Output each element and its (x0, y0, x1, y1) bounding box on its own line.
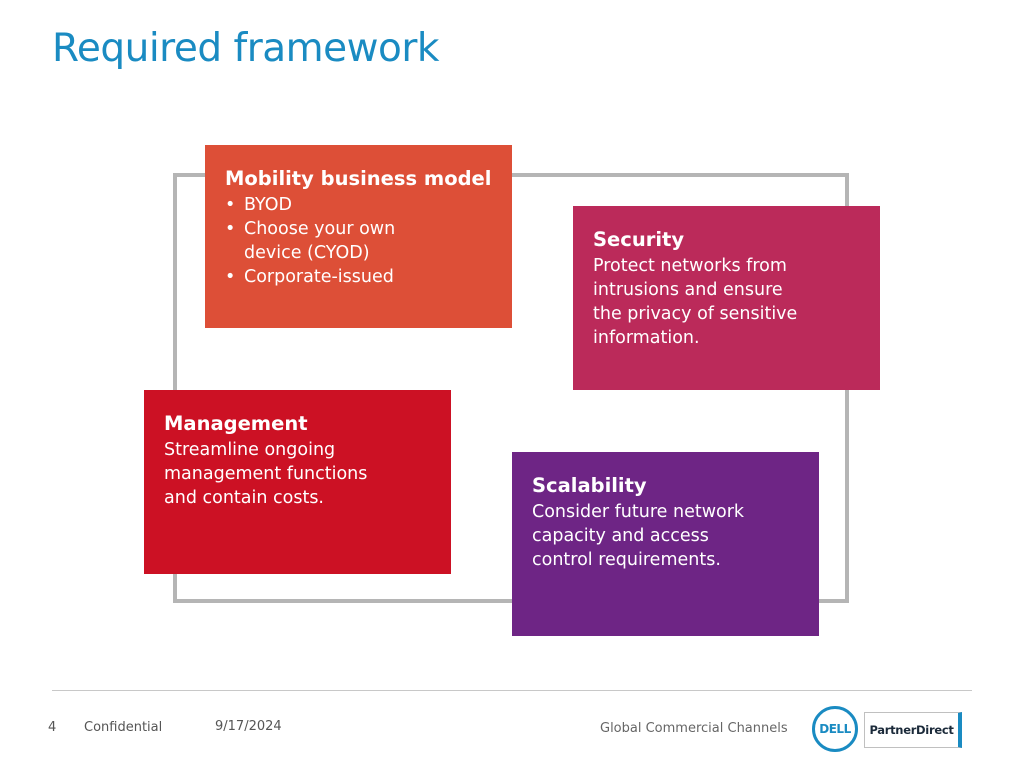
mobility-bullet-cyod: Choose your own device (CYOD) (225, 217, 424, 265)
scalability-body: Consider future network capacity and acc… (532, 502, 745, 570)
security-box: Security Protect networks from intrusion… (573, 206, 880, 390)
management-heading: Management (164, 412, 308, 435)
page-number: 4 (48, 720, 57, 735)
footer-divider (52, 690, 972, 691)
dell-logo-text: DELL (819, 722, 851, 736)
dell-logo-icon: DELL (812, 706, 858, 752)
partnerdirect-badge: PartnerDirect (864, 712, 962, 748)
slide-title: Required framework (52, 26, 440, 71)
mobility-bullet-byod: BYOD (225, 193, 492, 217)
mobility-bullet-corporate: Corporate-issued (225, 265, 492, 289)
management-body: Streamline ongoing management functions … (164, 440, 368, 508)
management-box: Management Streamline ongoing management… (144, 390, 451, 574)
channel-label: Global Commercial Channels (600, 721, 788, 736)
slide-date: 9/17/2024 (215, 719, 282, 734)
security-heading: Security (593, 228, 685, 251)
confidential-label: Confidential (84, 720, 163, 735)
security-body: Protect networks from intrusions and ens… (593, 256, 798, 348)
mobility-heading: Mobility business model (225, 167, 492, 190)
mobility-bullet-list: BYOD Choose your own device (CYOD) Corpo… (225, 193, 492, 289)
scalability-box: Scalability Consider future network capa… (512, 452, 819, 636)
mobility-business-model-box: Mobility business model BYOD Choose your… (205, 145, 512, 328)
scalability-heading: Scalability (532, 474, 647, 497)
